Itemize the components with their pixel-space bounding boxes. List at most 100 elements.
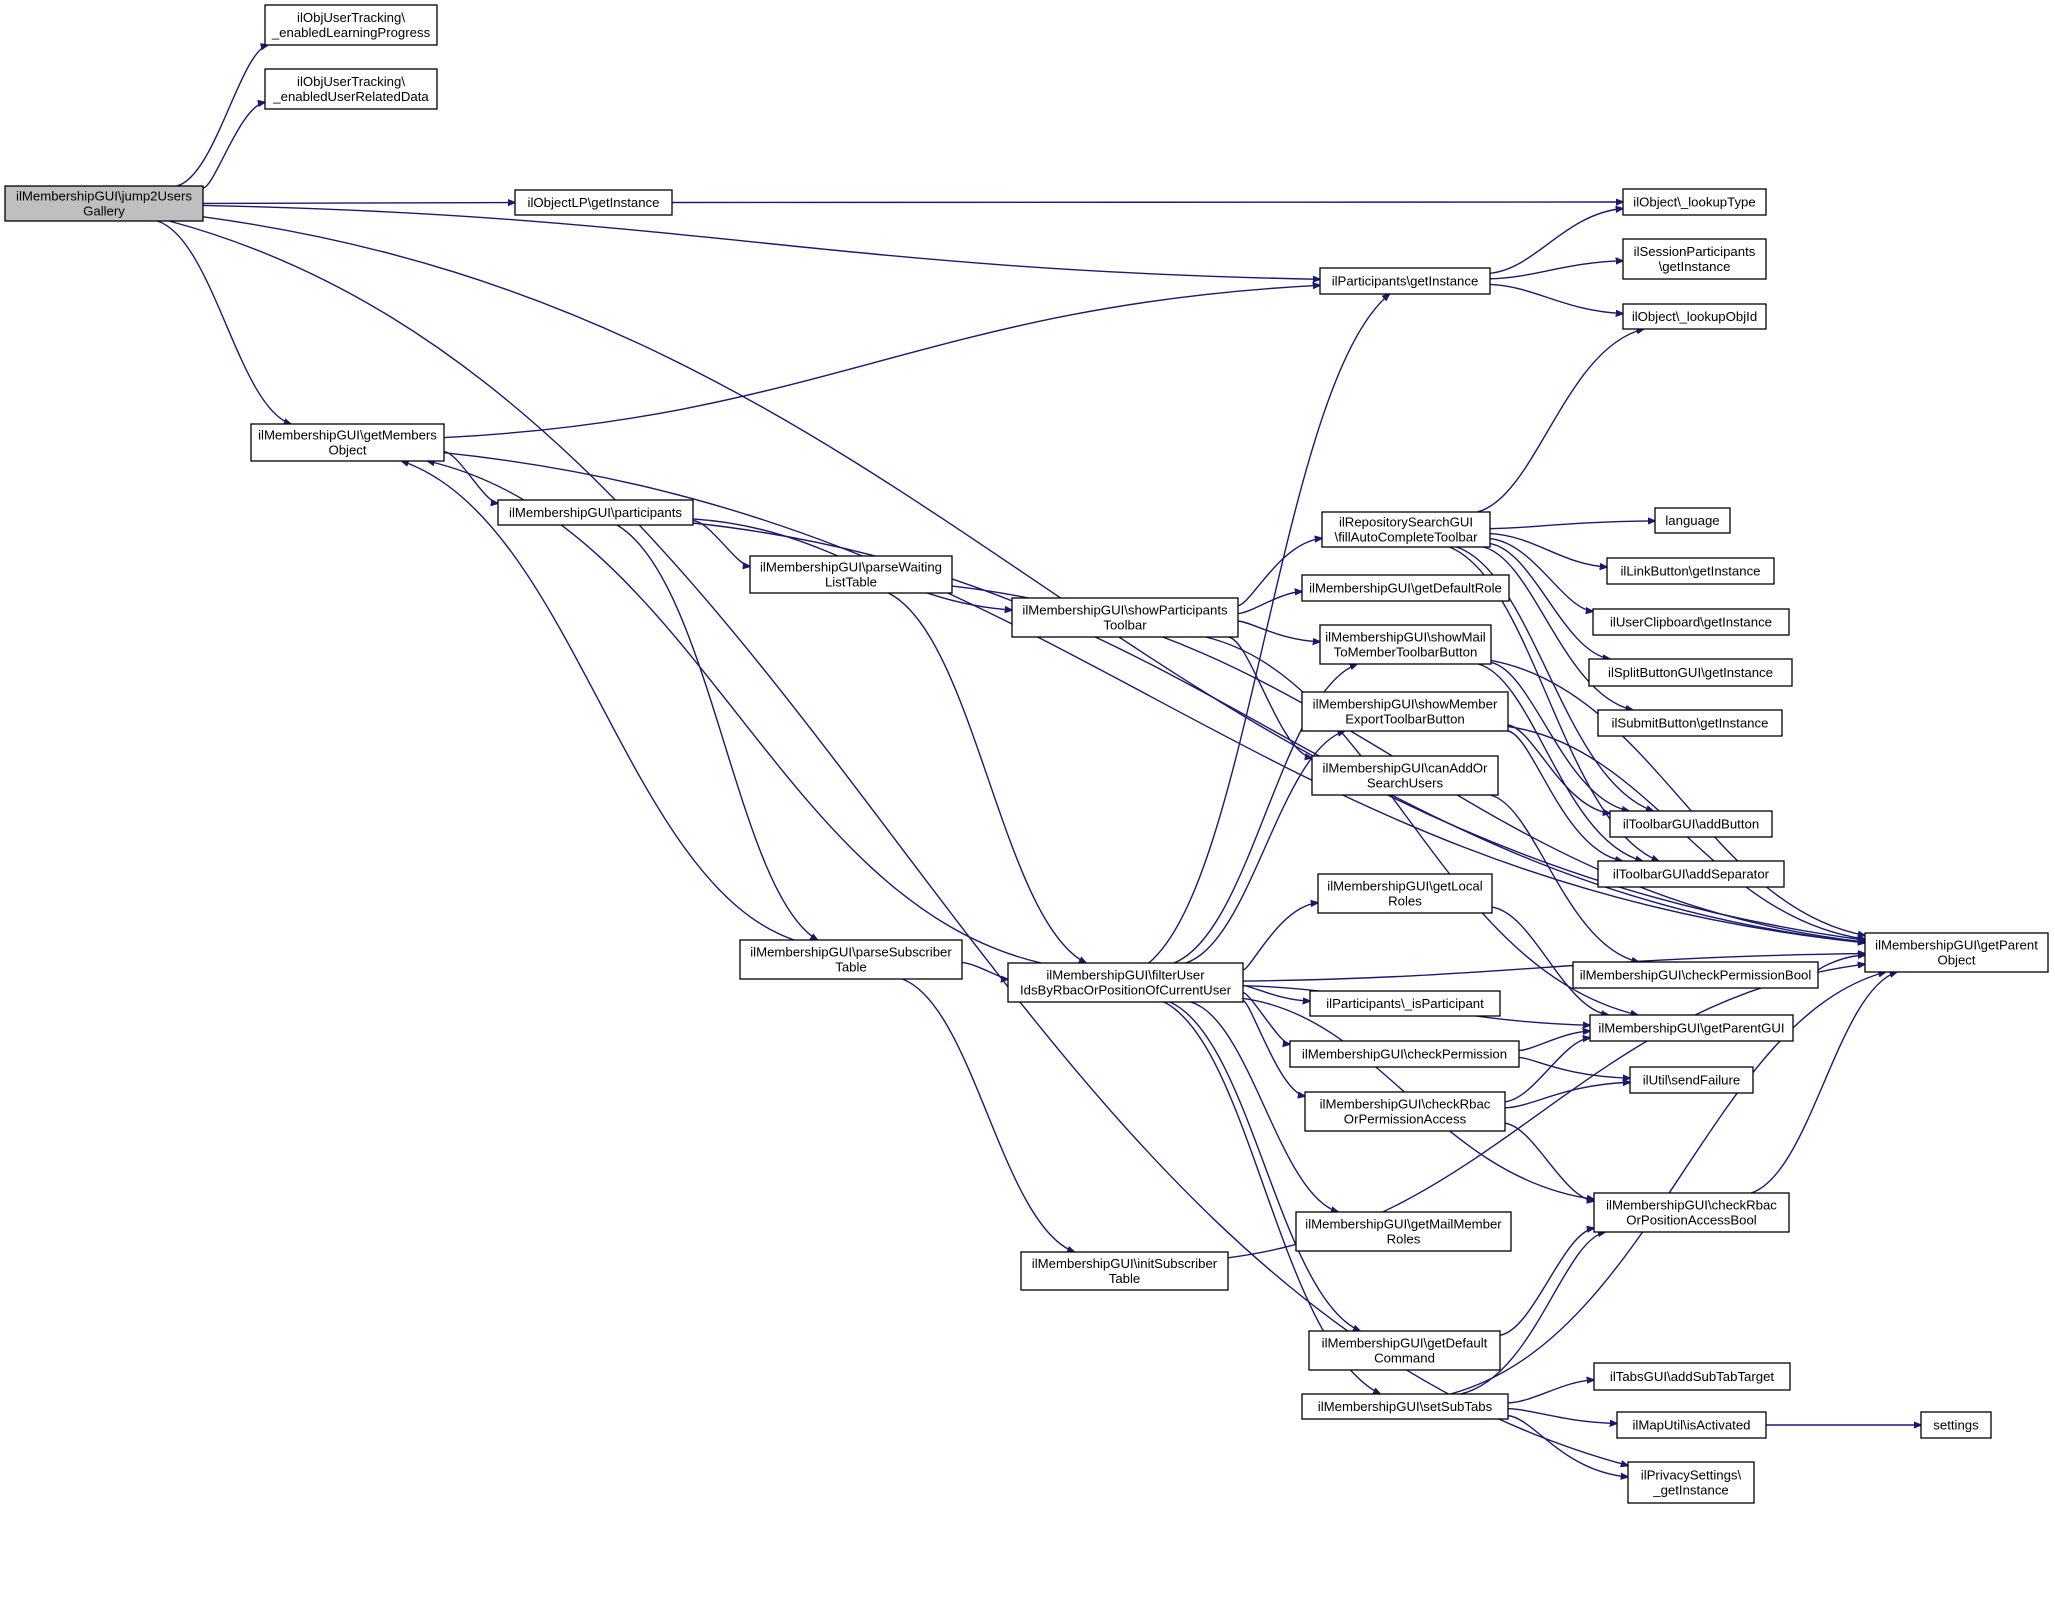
node-splitBtn[interactable]: ilSplitButtonGUI\getInstance xyxy=(1588,658,1793,687)
node-box xyxy=(1592,608,1790,636)
node-sessInst[interactable]: ilSessionParticipants\getInstance xyxy=(1622,238,1767,280)
node-urd[interactable]: ilObjUserTracking\_enabledUserRelatedDat… xyxy=(264,68,438,110)
node-participants[interactable]: ilMembershipGUI\participants xyxy=(497,499,694,526)
node-box xyxy=(497,499,694,526)
node-submitBtn[interactable]: ilSubmitButton\getInstance xyxy=(1597,709,1783,737)
node-addSep[interactable]: ilToolbarGUI\addSeparator xyxy=(1597,860,1785,888)
node-box xyxy=(1654,507,1731,534)
node-label-line: Roles xyxy=(1387,1232,1421,1247)
node-filterUser[interactable]: ilMembershipGUI\filterUserIdsByRbacOrPos… xyxy=(1007,962,1244,1003)
edge-participants-to-parseSub xyxy=(616,524,818,940)
edge-filterUser-to-getMembers xyxy=(427,461,1042,964)
node-lp[interactable]: ilObjUserTracking\_enabledLearningProgre… xyxy=(264,4,438,46)
edge-setSubTabs-to-mapUtil xyxy=(1507,1408,1617,1424)
node-subTabTarget[interactable]: ilTabsGUI\addSubTabTarget xyxy=(1593,1362,1791,1391)
node-label-line: ilParticipants\getInstance xyxy=(1332,274,1479,289)
node-checkPerm[interactable]: ilMembershipGUI\checkPermission xyxy=(1289,1040,1520,1068)
edge-root-to-partInst xyxy=(202,204,1320,279)
edge-mailTb-to-parentObj xyxy=(1490,659,1865,935)
node-label-line: ilUtil\sendFailure xyxy=(1643,1073,1740,1088)
edge-filterUser-to-mailRoles xyxy=(1190,1001,1338,1212)
node-label-line: \fillAutoCompleteToolbar xyxy=(1335,530,1479,545)
node-linkBtn[interactable]: ilLinkButton\getInstance xyxy=(1606,557,1775,585)
node-box xyxy=(264,4,438,46)
node-addBtn[interactable]: ilToolbarGUI\addButton xyxy=(1609,810,1773,838)
node-settings[interactable]: settings xyxy=(1920,1411,1992,1439)
edge-root-to-getMembers xyxy=(157,220,290,424)
node-label-line: ilMembershipGUI\getDefaultRole xyxy=(1309,581,1502,596)
node-box xyxy=(1304,1091,1506,1132)
edge-mailTb-to-addSep xyxy=(1478,663,1642,861)
node-label-line: ilMembershipGUI\checkPermission xyxy=(1302,1047,1507,1062)
node-isPart[interactable]: ilParticipants\_isParticipant xyxy=(1309,990,1501,1017)
node-box xyxy=(1317,873,1493,914)
node-label-line: Command xyxy=(1374,1351,1435,1366)
node-lookupType[interactable]: ilObject\_lookupType xyxy=(1622,188,1767,216)
node-olp[interactable]: ilObjectLP\getInstance xyxy=(514,189,673,216)
node-parentGUI[interactable]: ilMembershipGUI\getParentGUI xyxy=(1589,1014,1794,1042)
edge-showPartTb-to-repoSearch xyxy=(1237,538,1322,607)
node-label-line: ilMembershipGUI\getMembers xyxy=(258,428,437,443)
node-label-line: ilParticipants\_isParticipant xyxy=(1326,996,1484,1011)
node-label-line: ilMembershipGUI\filterUser xyxy=(1046,968,1205,983)
edge-repoSearch-to-language xyxy=(1489,521,1655,530)
node-sendFailure[interactable]: ilUtil\sendFailure xyxy=(1629,1066,1754,1094)
node-label-line: IdsByRbacOrPositionOfCurrentUser xyxy=(1020,983,1232,998)
node-rbacPerm[interactable]: ilMembershipGUI\checkRbacOrPermissionAcc… xyxy=(1304,1091,1506,1132)
node-label-line: ilMembershipGUI\getLocal xyxy=(1327,879,1482,894)
node-label-line: ilMembershipGUI\participants xyxy=(509,505,682,520)
node-box xyxy=(1588,658,1793,687)
node-box xyxy=(4,185,204,222)
node-label-line: _getInstance xyxy=(1652,1483,1729,1498)
edge-filterUser-to-partInst xyxy=(1148,294,1390,964)
node-box xyxy=(1308,1330,1501,1371)
node-label-line: ilMembershipGUI\initSubscriber xyxy=(1032,1256,1218,1271)
node-label-line: ilMembershipGUI\checkPermissionBool xyxy=(1580,968,1812,983)
node-clipboard[interactable]: ilUserClipboard\getInstance xyxy=(1592,608,1790,636)
node-box xyxy=(1609,810,1773,838)
edge-getMembers-to-parentObj xyxy=(443,451,1865,943)
node-box xyxy=(1622,238,1767,280)
node-label-line: ilSessionParticipants xyxy=(1634,244,1756,259)
node-defRole[interactable]: ilMembershipGUI\getDefaultRole xyxy=(1301,574,1510,602)
node-repoSearch[interactable]: ilRepositorySearchGUI\fillAutoCompleteTo… xyxy=(1321,511,1491,548)
node-label-line: ilMembershipGUI\parseSubscriber xyxy=(750,945,952,960)
node-box xyxy=(1622,303,1767,330)
edge-partInst-to-lookupType xyxy=(1489,209,1623,274)
node-label-line: ilObjUserTracking\ xyxy=(297,74,405,89)
node-setSubTabs[interactable]: ilMembershipGUI\setSubTabs xyxy=(1301,1393,1509,1420)
node-exportTb[interactable]: ilMembershipGUI\showMemberExportToolbarB… xyxy=(1301,691,1509,732)
edge-filterUser-to-localRoles xyxy=(1242,903,1318,971)
node-mailTb[interactable]: ilMembershipGUI\showMailToMemberToolbarB… xyxy=(1319,624,1492,665)
edge-filterUser-to-mailTb xyxy=(1173,664,1357,964)
node-box xyxy=(1597,860,1785,888)
node-label-line: ilObjUserTracking\ xyxy=(297,10,405,25)
node-label-line: ilMembershipGUI\checkRbac xyxy=(1320,1097,1491,1112)
node-lookupObjId[interactable]: ilObject\_lookupObjId xyxy=(1622,303,1767,330)
node-partInst[interactable]: ilParticipants\getInstance xyxy=(1319,267,1491,295)
node-label-line: ListTable xyxy=(825,575,877,590)
node-box xyxy=(1606,557,1775,585)
edge-exportTb-to-addBtn xyxy=(1507,724,1610,813)
node-privacy[interactable]: ilPrivacySettings\_getInstance xyxy=(1627,1461,1755,1504)
node-mapUtil[interactable]: ilMapUtil\isActivated xyxy=(1616,1411,1767,1439)
node-checkPermBool[interactable]: ilMembershipGUI\checkPermissionBool xyxy=(1572,961,1819,989)
node-language[interactable]: language xyxy=(1654,507,1731,534)
node-label-line: Table xyxy=(1109,1271,1141,1286)
node-box xyxy=(1593,1362,1791,1391)
node-rbacPosBool[interactable]: ilMembershipGUI\checkRbacOrPositionAcces… xyxy=(1593,1192,1790,1233)
node-label-line: settings xyxy=(1933,1418,1979,1433)
edge-exportTb-to-addSep xyxy=(1507,730,1622,861)
node-label-line: \getInstance xyxy=(1659,259,1731,274)
